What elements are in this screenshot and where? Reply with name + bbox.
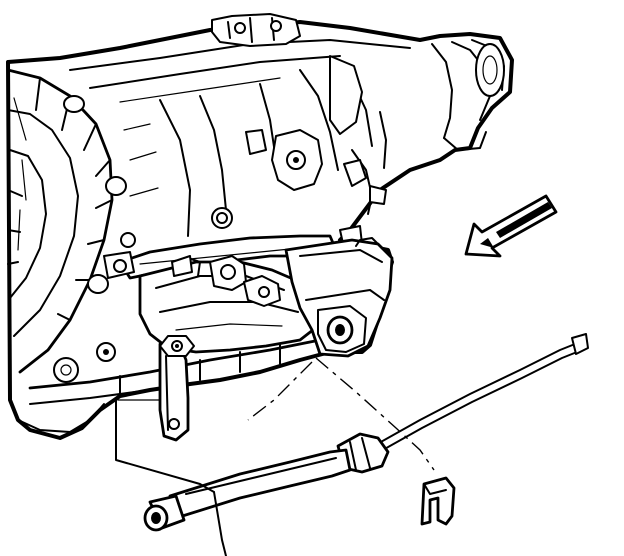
bracket-icon bbox=[284, 237, 394, 358]
shift-lever-icon bbox=[103, 225, 363, 442]
arrow-icon bbox=[464, 194, 558, 258]
alignment-lines bbox=[115, 357, 435, 556]
transmission-icon bbox=[6, 13, 514, 440]
clip-icon bbox=[420, 476, 456, 526]
